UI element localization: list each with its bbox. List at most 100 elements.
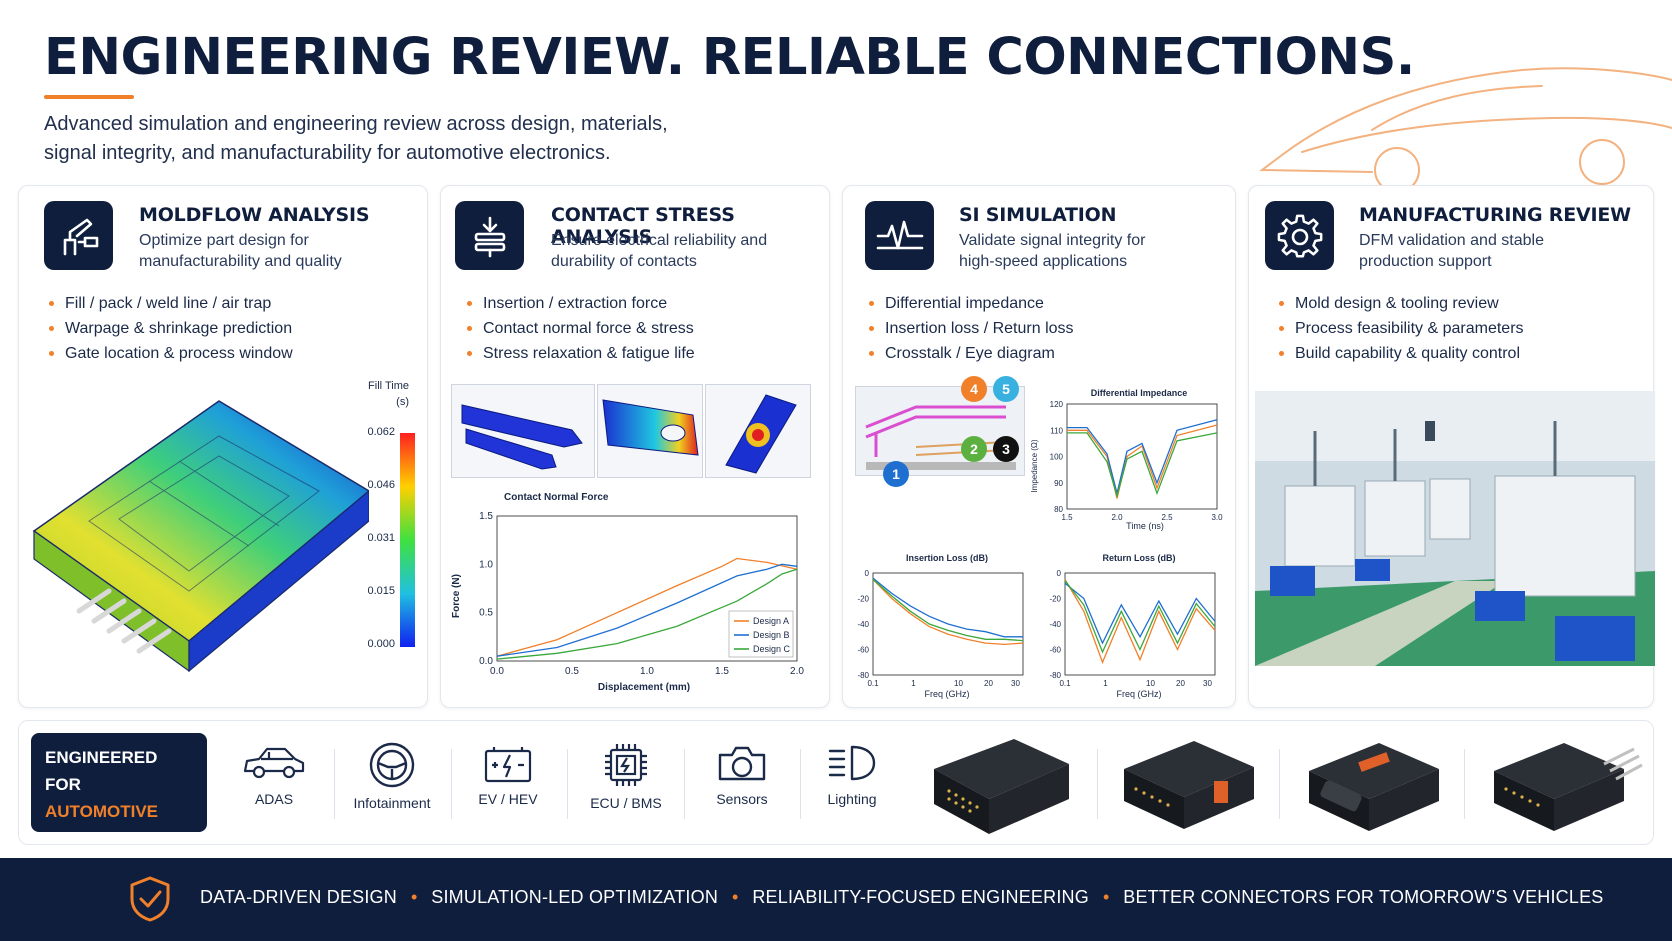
footer-items: DATA-DRIVEN DESIGN • SIMULATION-LED OPTI… — [200, 887, 1604, 908]
divider — [451, 749, 452, 819]
series-line — [872, 578, 1024, 646]
plot-frame — [872, 572, 1024, 676]
app-label: ECU / BMS — [590, 795, 662, 811]
series-line — [1067, 419, 1218, 494]
title-underline — [44, 95, 134, 99]
card-description: Ensure electrical reliability and durabi… — [551, 230, 831, 272]
x-tick-label: 30 — [1203, 679, 1212, 688]
footer-item: RELIABILITY-FOCUSED ENGINEERING — [752, 887, 1089, 907]
fea-panel — [705, 384, 811, 478]
card-title: SI SIMULATION — [959, 204, 1117, 226]
badge-accent-text: AUTOMOTIVE — [45, 802, 159, 821]
list-item: Insertion / extraction force — [467, 291, 695, 316]
chart-title: Return Loss (dB) — [1103, 553, 1176, 563]
colorbar-tick: 0.031 — [367, 532, 395, 544]
list-item: Contact normal force & stress — [467, 316, 695, 341]
card-description: Optimize part design for manufacturabili… — [139, 230, 419, 272]
fill-time-colorbar — [400, 433, 415, 647]
divider — [800, 749, 801, 819]
legend-label: Design A — [753, 616, 789, 626]
page-title: ENGINEERING REVIEW. RELIABLE CONNECTIONS… — [44, 28, 1415, 87]
card-title: MANUFACTURING REVIEW — [1359, 204, 1631, 226]
footer-banner: DATA-DRIVEN DESIGN • SIMULATION-LED OPTI… — [0, 858, 1672, 941]
list-item: Gate location & process window — [49, 341, 293, 366]
footer-separator: • — [1102, 887, 1110, 907]
marker-2: 2 — [961, 436, 987, 462]
page-subtitle: Advanced simulation and engineering revi… — [44, 110, 744, 168]
plot-frame — [496, 515, 798, 662]
fea-panel — [597, 384, 703, 478]
factory-photo — [1255, 391, 1655, 666]
injection-nozzle-icon — [44, 201, 113, 270]
desc-line: high-speed applications — [959, 253, 1128, 270]
list-item: Mold design & tooling review — [1279, 291, 1524, 316]
app-label: Sensors — [716, 791, 768, 807]
y-tick-label: 100 — [1050, 453, 1064, 462]
desc-line: durability of contacts — [551, 253, 697, 270]
x-tick-label: 0.1 — [867, 679, 879, 688]
x-tick-label: 10 — [954, 679, 963, 688]
x-tick-label: 1.5 — [715, 666, 729, 677]
list-item: Process feasibility & parameters — [1279, 316, 1524, 341]
card-description: DFM validation and stable production sup… — [1359, 230, 1639, 272]
feature-list: Mold design & tooling review Process fea… — [1279, 291, 1524, 366]
divider — [1279, 749, 1280, 819]
app-item-adas: ADAS — [219, 741, 329, 807]
badge-for-text: FOR — [45, 775, 81, 794]
legend-title-line: (s) — [396, 396, 409, 408]
footer-item: DATA-DRIVEN DESIGN — [200, 887, 397, 907]
divider — [334, 749, 335, 819]
plot-frame — [1064, 572, 1216, 676]
waveform-icon — [865, 201, 934, 270]
engineered-badge: ENGINEERED FOR AUTOMOTIVE APPLICATIONS — [31, 733, 207, 848]
footer-separator: • — [732, 887, 739, 907]
list-item: Crosstalk / Eye diagram — [869, 341, 1074, 366]
plot-frame — [1066, 403, 1218, 510]
app-item-sensors: Sensors — [687, 741, 797, 807]
contact-force-chart: Contact Normal Force Force (N) Displacem… — [451, 492, 804, 693]
card-description: Validate signal integrity for high-speed… — [959, 230, 1239, 272]
y-tick-label: -20 — [1049, 595, 1061, 604]
x-tick-label: 30 — [1011, 679, 1020, 688]
series-line — [1064, 579, 1216, 665]
app-label: Lighting — [827, 791, 877, 807]
list-item: Differential impedance — [869, 291, 1074, 316]
x-tick-label: 20 — [1176, 679, 1185, 688]
shield-check-icon — [130, 876, 170, 922]
badge-line: ENGINEERED — [45, 748, 158, 767]
footer-item: SIMULATION-LED OPTIMIZATION — [431, 887, 719, 907]
x-tick-label: 0.0 — [490, 666, 504, 677]
divider — [1097, 749, 1098, 819]
chip-icon — [605, 744, 647, 786]
chart-title: Insertion Loss (dB) — [906, 553, 988, 563]
footer-item: BETTER CONNECTORS FOR TOMORROW’S VEHICLE… — [1123, 887, 1604, 907]
app-label: EV / HEV — [478, 791, 538, 807]
colorbar-tick: 0.015 — [367, 585, 395, 597]
x-tick-label: 2.0 — [1111, 513, 1123, 522]
y-tick-label: 0.5 — [479, 608, 493, 619]
desc-line: DFM validation and stable — [1359, 232, 1544, 249]
y-tick-label: -80 — [857, 671, 869, 680]
series-line — [872, 578, 1024, 642]
moldflow-card: MOLDFLOW ANALYSIS Optimize part design f… — [18, 185, 428, 708]
marker-1: 1 — [883, 461, 909, 487]
connector-product-image — [1309, 743, 1439, 831]
list-item: Stress relaxation & fatigue life — [467, 341, 695, 366]
marker-4: 4 — [961, 376, 987, 402]
series-line — [872, 577, 1023, 638]
badge-line: APPLICATIONS — [45, 829, 171, 848]
y-tick-label: -40 — [1049, 620, 1061, 629]
series-line — [1064, 582, 1216, 645]
app-label: ADAS — [254, 791, 294, 807]
gear-icon — [1265, 201, 1334, 270]
desc-line: Validate signal integrity for — [959, 232, 1146, 249]
desc-line: Optimize part design for — [139, 232, 309, 249]
divider — [1464, 749, 1465, 819]
insertion-loss-chart: Insertion Loss (dB) Freq (GHz) 0-20-40-6… — [857, 553, 1024, 699]
contact-stress-card: CONTACT STRESS ANALYSIS Ensure electrica… — [440, 185, 830, 708]
app-label: Infotainment — [353, 795, 431, 811]
card-title: MOLDFLOW ANALYSIS — [139, 204, 370, 226]
chart-title: Contact Normal Force — [504, 492, 609, 503]
y-axis-label: Force (N) — [451, 574, 462, 618]
battery-icon — [484, 747, 532, 783]
